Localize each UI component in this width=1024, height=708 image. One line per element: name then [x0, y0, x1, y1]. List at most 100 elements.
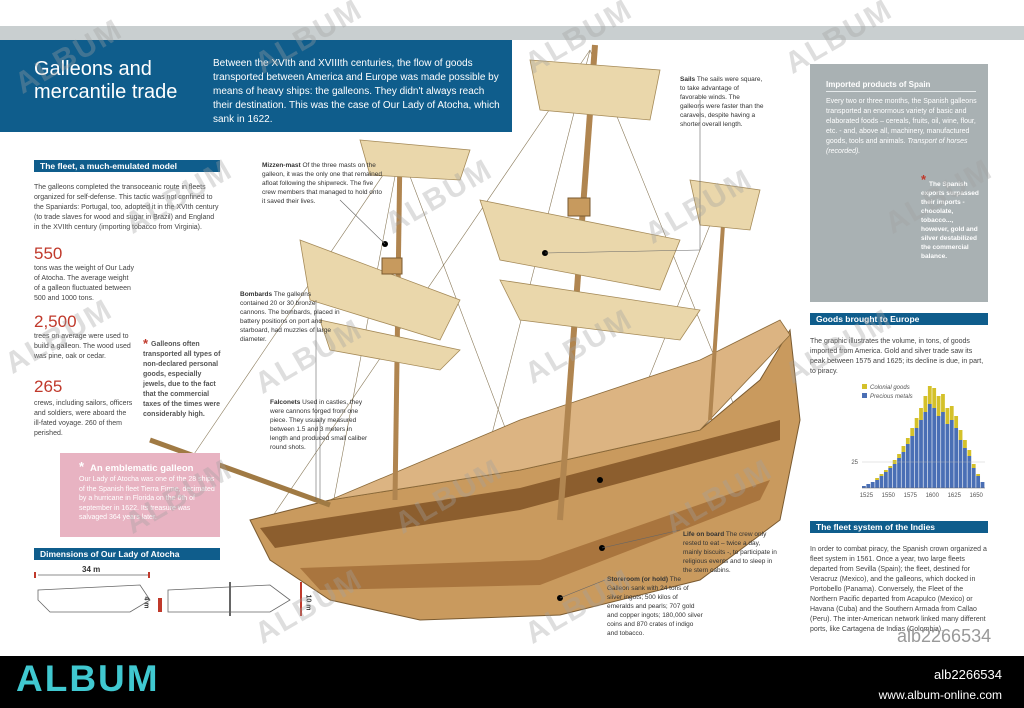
bar-colonial-goods [932, 388, 937, 408]
x-tick-label: 1525 [860, 493, 874, 499]
goods-heading: Goods brought to Europe [810, 313, 988, 325]
top-band [0, 26, 1024, 40]
bombards-text: The galleons contained 20 or 30 bronze c… [240, 291, 340, 343]
sails-title: Sails [680, 76, 696, 83]
emblematic-box [60, 453, 220, 537]
bar-precious-metals [866, 484, 871, 488]
bar-colonial-goods [910, 428, 915, 436]
bar-colonial-goods [971, 464, 976, 468]
x-tick-label: 1600 [926, 493, 940, 499]
imported-note: The Spanish exports surpassed their impo… [921, 181, 979, 260]
falconets-text: Used in castles, they were cannons forge… [270, 399, 368, 451]
stat-weight-value: 550 [34, 244, 63, 263]
fleet-note: Galleons often transported all types of … [143, 341, 221, 418]
bar-colonial-goods [897, 454, 901, 458]
x-tick-label: 1650 [970, 493, 984, 499]
bar-precious-metals [870, 482, 875, 488]
bar-colonial-goods [963, 440, 967, 448]
bombards-callout: Bombards The galleons contained 20 or 30… [240, 290, 340, 344]
falconets-callout: Falconets Used in castles, they were can… [270, 398, 370, 452]
storeroom-text: The Galleon sank with 24 tons of silver … [607, 576, 703, 637]
mizzen-callout: Mizzen-mast Of the three masts on the ga… [262, 161, 382, 206]
stat-crew-text: crews, including sailors, officers and s… [34, 400, 133, 437]
falconets-title: Falconets [270, 399, 301, 406]
bar-precious-metals [954, 428, 959, 488]
bar-colonial-goods [923, 396, 928, 412]
stat-trees-value: 2,500 [34, 312, 77, 331]
bar-precious-metals [980, 482, 985, 488]
bar-precious-metals [976, 476, 981, 488]
stat-crew-value: 265 [34, 377, 63, 396]
bar-precious-metals [932, 408, 937, 488]
bar-colonial-goods [941, 394, 945, 412]
bar-precious-metals [971, 468, 976, 488]
legend-swatch [862, 384, 867, 389]
emblematic-text: Our Lady of Atocha was one of the 28 shi… [79, 476, 215, 521]
fleet-heading: The fleet, a much-emulated model [34, 160, 220, 172]
life-callout: Life on board The crew only rested to ea… [683, 530, 779, 575]
bar-colonial-goods [936, 396, 941, 416]
imported-heading: Imported products of Spain [826, 80, 931, 89]
emblematic-heading: An emblematic galleon [90, 463, 194, 474]
x-tick-label: 1575 [904, 493, 918, 499]
bar-precious-metals [927, 404, 932, 488]
bar-precious-metals [862, 486, 866, 488]
album-logo: ALBUM [16, 658, 160, 699]
imported-body: Every two or three months, the Spanish g… [826, 98, 977, 145]
bar-precious-metals [967, 456, 972, 488]
bar-colonial-goods [883, 470, 888, 472]
imported-text: Every two or three months, the Spanish g… [826, 97, 978, 157]
title-banner [0, 40, 512, 132]
bar-colonial-goods [958, 430, 963, 440]
page-title: Galleons and mercantile trade [34, 58, 178, 103]
legend-label: Precious metals [870, 394, 913, 400]
footer-bar [0, 656, 1024, 708]
sails-callout: Sails The sails were square, to take adv… [680, 75, 764, 129]
bar-colonial-goods [919, 408, 923, 420]
mizzen-title: Mizzen-mast [262, 162, 301, 169]
goods-text: The graphic illustrates the volume, in t… [810, 338, 984, 375]
bar-colonial-goods [927, 386, 932, 404]
bar-precious-metals [923, 412, 928, 488]
x-tick-label: 1625 [948, 493, 962, 499]
bar-precious-metals [936, 416, 941, 488]
bar-colonial-goods [905, 438, 910, 444]
imported-star-icon: * [921, 172, 927, 187]
bar-precious-metals [883, 472, 888, 488]
stat-weight-text: tons was the weight of Our Lady of Atoch… [34, 265, 134, 302]
bar-colonial-goods [901, 446, 906, 452]
imported-divider [826, 91, 976, 92]
life-title: Life on board [683, 531, 725, 538]
bar-precious-metals [901, 452, 906, 488]
y-tick-label: 25 [851, 460, 858, 466]
mizzen-text: Of the three masts on the galleon, it wa… [262, 162, 382, 205]
bar-colonial-goods [914, 418, 919, 428]
bar-colonial-goods [954, 416, 959, 428]
bar-precious-metals [963, 448, 967, 488]
life-text: The crew only rested to eat – twice a da… [683, 531, 777, 574]
bar-colonial-goods [879, 474, 884, 476]
fleet-text: The galleons completed the transoceanic … [34, 184, 219, 231]
bombards-title: Bombards [240, 291, 273, 298]
bar-colonial-goods [949, 406, 954, 420]
bar-precious-metals [888, 468, 893, 488]
bar-colonial-goods [875, 478, 879, 480]
bar-precious-metals [879, 476, 884, 488]
storeroom-title: Storeroom (or hold) [607, 576, 669, 583]
legend-label: Colonial goods [870, 385, 910, 391]
dim-length: 34 m [82, 565, 101, 574]
emblematic-star-icon: * [79, 459, 85, 474]
legend-swatch [862, 393, 867, 398]
imported-caption: Transport of horses (recorded). [826, 138, 968, 155]
indies-text: In order to combat piracy, the Spanish c… [810, 546, 987, 633]
stat-trees-text: trees on average were used to build a ga… [34, 333, 131, 360]
bar-precious-metals [875, 480, 879, 488]
image-id-tag: alb2266534 [897, 626, 992, 646]
bar-precious-metals [905, 444, 910, 488]
footer-url[interactable]: www.album-online.com [878, 688, 1002, 702]
intro-text: Between the XVIth and XVIIIth centuries,… [213, 58, 500, 125]
note-star-icon: * [143, 336, 149, 351]
bar-precious-metals [941, 412, 945, 488]
indies-heading: The fleet system of the Indies [810, 521, 988, 533]
